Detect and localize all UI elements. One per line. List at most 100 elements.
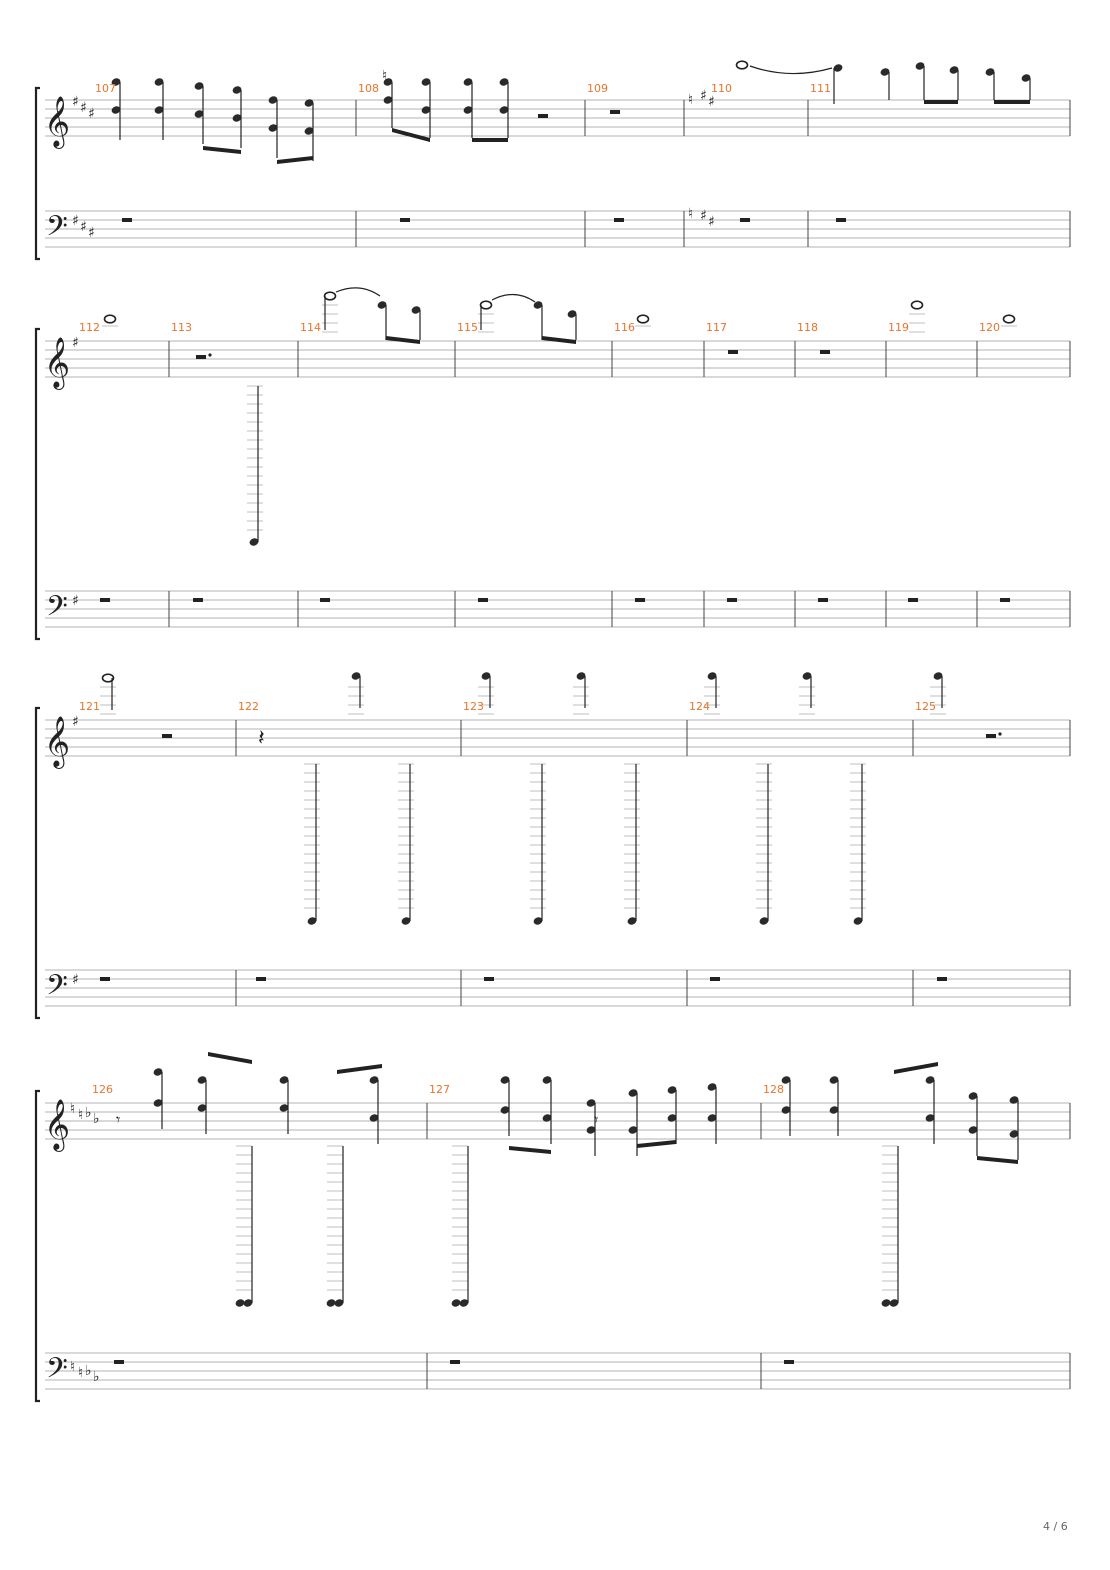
note-head: [707, 1083, 717, 1091]
flat-icon: ♭: [93, 1111, 100, 1127]
note-head: [111, 78, 121, 86]
note-head: [833, 64, 843, 72]
rest-icon: [100, 977, 110, 981]
measure-number: 123: [463, 700, 484, 713]
note-head: [153, 1099, 163, 1107]
note-head: [232, 114, 242, 122]
note-head: [781, 1076, 791, 1084]
treble-clef-icon: 𝄞: [44, 1099, 70, 1152]
natural-icon: ♮: [688, 206, 693, 222]
note-head: [323, 291, 337, 301]
note-head: [985, 68, 995, 76]
treble-clef-icon: 𝄞: [44, 337, 70, 390]
note-head: [369, 1114, 379, 1122]
rest-icon: [610, 110, 620, 114]
note-beam: [337, 1064, 382, 1074]
page-number: 4 / 6: [1043, 1520, 1068, 1533]
natural-icon: ♮: [78, 1107, 83, 1123]
rest-icon: [740, 218, 750, 222]
note-beam: [894, 1062, 938, 1074]
natural-icon: ♮: [382, 68, 387, 84]
tie: [335, 287, 381, 297]
note-head: [377, 301, 387, 309]
note-head: [533, 301, 543, 309]
dot: [208, 353, 212, 357]
rest-icon: [256, 977, 266, 981]
rest-icon: 𝄾: [116, 1110, 120, 1129]
note-head: [268, 96, 278, 104]
note-beam: [386, 336, 420, 344]
measure-number: 118: [797, 321, 818, 334]
note-head: [499, 106, 509, 114]
measure-number: 126: [92, 1083, 113, 1096]
note-head: [232, 86, 242, 94]
sharp-icon: ♯: [72, 213, 79, 229]
note-beam: [637, 1140, 676, 1148]
note-beam: [208, 1052, 252, 1064]
sharp-icon: ♯: [708, 94, 715, 110]
note-head: [707, 1114, 717, 1122]
note-head: [925, 1114, 935, 1122]
rest-icon: [1000, 598, 1010, 602]
measure-number: 111: [810, 82, 831, 95]
note-head: [351, 672, 361, 680]
rest-icon: [122, 218, 132, 222]
note-head: [334, 1299, 344, 1307]
note-head: [829, 1106, 839, 1114]
note-head: [802, 672, 812, 680]
note-head: [499, 78, 509, 86]
measure-number: 124: [689, 700, 710, 713]
note-head: [933, 672, 943, 680]
note-head: [628, 1126, 638, 1134]
measure-number: 120: [979, 321, 1000, 334]
note-head: [279, 1076, 289, 1084]
measure-number: 122: [238, 700, 259, 713]
sharp-icon: ♯: [72, 714, 79, 730]
note-beam: [977, 1156, 1018, 1164]
note-head: [401, 917, 411, 925]
note-head: [421, 78, 431, 86]
note-head: [880, 68, 890, 76]
bass-clef-icon: 𝄢: [46, 590, 68, 630]
bass-clef-icon: 𝄢: [46, 969, 68, 1009]
measure-number: 128: [763, 1083, 784, 1096]
note-head: [383, 78, 393, 86]
note-head: [881, 1299, 891, 1307]
note-head: [707, 672, 717, 680]
natural-icon: ♮: [70, 1359, 75, 1375]
note-head: [326, 1299, 336, 1307]
measure-number: 121: [79, 700, 100, 713]
note-head: [459, 1299, 469, 1307]
note-head: [243, 1299, 253, 1307]
note-beam: [542, 336, 576, 344]
note-beam: [203, 146, 241, 154]
rest-icon: [727, 598, 737, 602]
note-head: [111, 106, 121, 114]
rest-icon: [400, 218, 410, 222]
brace-icon: [34, 86, 40, 261]
rest-icon: [784, 1360, 794, 1364]
note-head: [154, 78, 164, 86]
measure-number: 115: [457, 321, 478, 334]
note-head: [968, 1092, 978, 1100]
note-head: [1021, 74, 1031, 82]
note-head: [304, 127, 314, 135]
note-head: [636, 314, 650, 324]
rest-icon: [320, 598, 330, 602]
treble-clef-icon: 𝄞: [44, 96, 70, 149]
measure-number: 109: [587, 82, 608, 95]
measure-number: 116: [614, 321, 635, 334]
rest-icon: [836, 218, 846, 222]
note-beam: [472, 138, 508, 142]
rest-icon: [986, 734, 996, 738]
brace-icon: [34, 327, 40, 641]
note-beam: [392, 128, 430, 142]
measure-number: 127: [429, 1083, 450, 1096]
note-head: [667, 1114, 677, 1122]
note-head: [889, 1299, 899, 1307]
rest-icon: [114, 1360, 124, 1364]
tie: [749, 65, 833, 75]
note-head: [542, 1076, 552, 1084]
sharp-icon: ♯: [72, 335, 79, 351]
note-head: [103, 314, 117, 324]
